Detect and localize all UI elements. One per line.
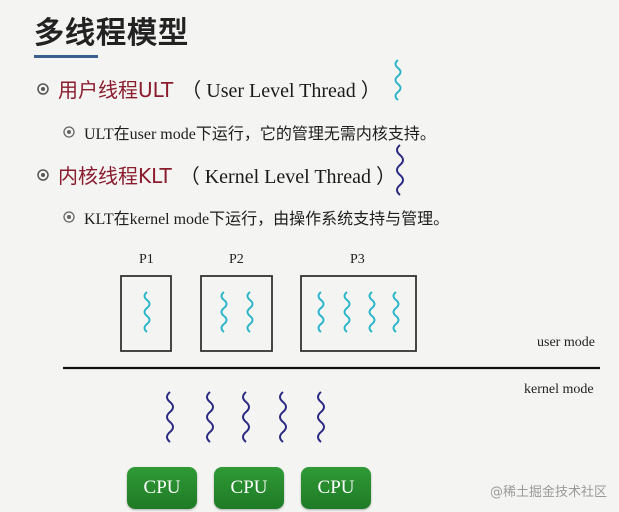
process-label-p1: P1 xyxy=(139,252,154,267)
watermark: @稀土掘金技术社区 xyxy=(489,485,607,500)
ult-heading: 用户线程ULT xyxy=(58,78,174,102)
kernel-mode-label: kernel mode xyxy=(524,382,594,397)
kernel-thread xyxy=(242,391,250,443)
process-label-p2: P2 xyxy=(229,252,244,267)
bullet-ult: 用户线程ULT （ User Level Thread ） xyxy=(36,74,381,103)
bullet-icon xyxy=(37,82,49,95)
user-thread xyxy=(220,291,228,333)
title-underline xyxy=(34,55,98,58)
ult-paren: （ User Level Thread ） xyxy=(181,80,381,102)
klt-paren: （ Kernel Level Thread ） xyxy=(179,166,396,188)
user-thread xyxy=(343,291,351,333)
kernel-thread xyxy=(317,391,325,443)
user-thread xyxy=(368,291,376,333)
klt-thread-icon xyxy=(396,144,404,196)
bullet-icon xyxy=(37,168,49,181)
cpu-box-2: CPU xyxy=(214,467,284,509)
kernel-thread xyxy=(166,391,174,443)
kernel-thread xyxy=(279,391,287,443)
sub-bullet-icon xyxy=(63,126,75,138)
bullet-klt: 内核线程KLT （ Kernel Level Thread ） xyxy=(36,160,396,189)
user-thread xyxy=(143,291,151,333)
process-label-p3: P3 xyxy=(350,252,365,267)
process-box-p3 xyxy=(300,275,417,352)
klt-heading: 内核线程KLT xyxy=(58,164,172,188)
cpu-box-1: CPU xyxy=(127,467,197,509)
page-title: 多线程模型 xyxy=(34,16,189,51)
user-thread xyxy=(392,291,400,333)
user-thread xyxy=(246,291,254,333)
klt-desc-row: KLT在kernel mode下运行，由操作系统支持与管理。 xyxy=(62,205,449,229)
ult-thread-icon xyxy=(394,59,402,101)
cpu-box-3: CPU xyxy=(301,467,371,509)
user-mode-label: user mode xyxy=(537,335,595,350)
sub-bullet-icon xyxy=(63,211,75,223)
user-thread xyxy=(317,291,325,333)
klt-description: KLT在kernel mode下运行，由操作系统支持与管理。 xyxy=(84,211,450,228)
kernel-thread xyxy=(206,391,214,443)
process-box-p1 xyxy=(120,275,172,352)
ult-description: ULT在user mode下运行，它的管理无需内核支持。 xyxy=(84,126,436,143)
ult-desc-row: ULT在user mode下运行，它的管理无需内核支持。 xyxy=(62,120,436,144)
process-box-p2 xyxy=(200,275,273,352)
